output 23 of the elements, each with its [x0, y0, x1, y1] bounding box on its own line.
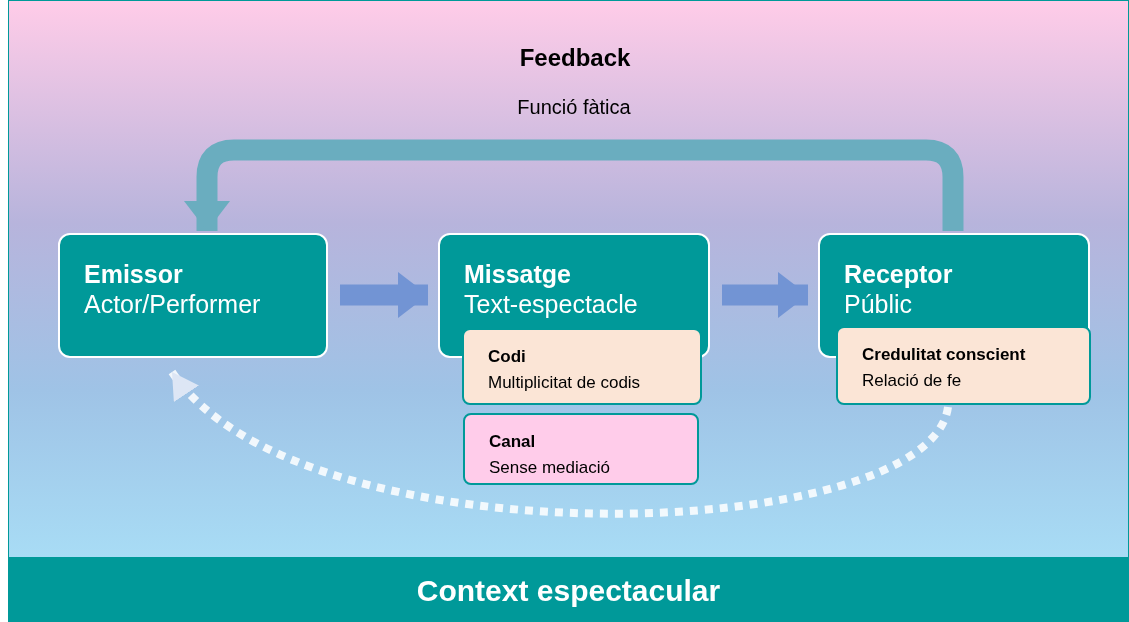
- process-box: [58, 233, 328, 358]
- label: Funció fàtica: [516, 95, 632, 120]
- box-heading: Emissor: [84, 259, 183, 289]
- dotted-arrow: [169, 369, 952, 518]
- note-box: [462, 328, 702, 405]
- note-box: [836, 326, 1091, 405]
- box-heading: Canal: [489, 431, 536, 453]
- box-text: Relació de fe: [862, 370, 962, 392]
- box-heading: Context espectacular: [416, 572, 721, 609]
- arrow: [722, 272, 808, 318]
- box-text: Públic: [844, 289, 913, 319]
- note-box: [463, 413, 699, 485]
- box-text: Text-espectacle: [464, 289, 638, 319]
- arrow: [340, 272, 428, 318]
- box-text: Multiplicitat de codis: [488, 372, 641, 394]
- box-heading: Receptor: [844, 259, 953, 289]
- box-heading: Missatge: [464, 259, 571, 289]
- box-text: Actor/Performer: [84, 289, 261, 319]
- title: Feedback: [518, 43, 632, 73]
- box-heading: Credulitat conscient: [862, 344, 1026, 366]
- box-heading: Codi: [488, 346, 526, 368]
- box-text: Sense mediació: [489, 457, 610, 479]
- context-band: [8, 558, 1129, 622]
